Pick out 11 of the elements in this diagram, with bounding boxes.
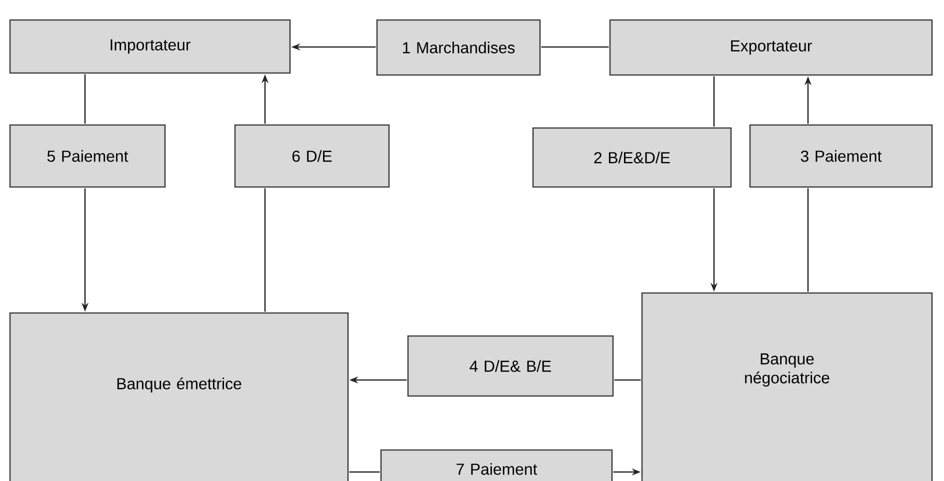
process-box: Banque négociatrice — [641, 292, 933, 481]
process-box: 3 Paiement — [749, 124, 933, 188]
process-box: 1 Marchandises — [376, 19, 541, 76]
process-box: 6 D/E — [234, 124, 390, 188]
process-box: 4 D/E& B/E — [407, 335, 614, 397]
process-box: Exportateur — [609, 19, 933, 76]
process-box: 5 Paiement — [9, 124, 166, 188]
process-box: 7 Paiement — [380, 449, 613, 481]
process-box: 2 B/E&D/E — [532, 127, 732, 188]
process-box: Banque émettrice — [9, 312, 349, 481]
process-box: Importateur — [9, 19, 291, 74]
